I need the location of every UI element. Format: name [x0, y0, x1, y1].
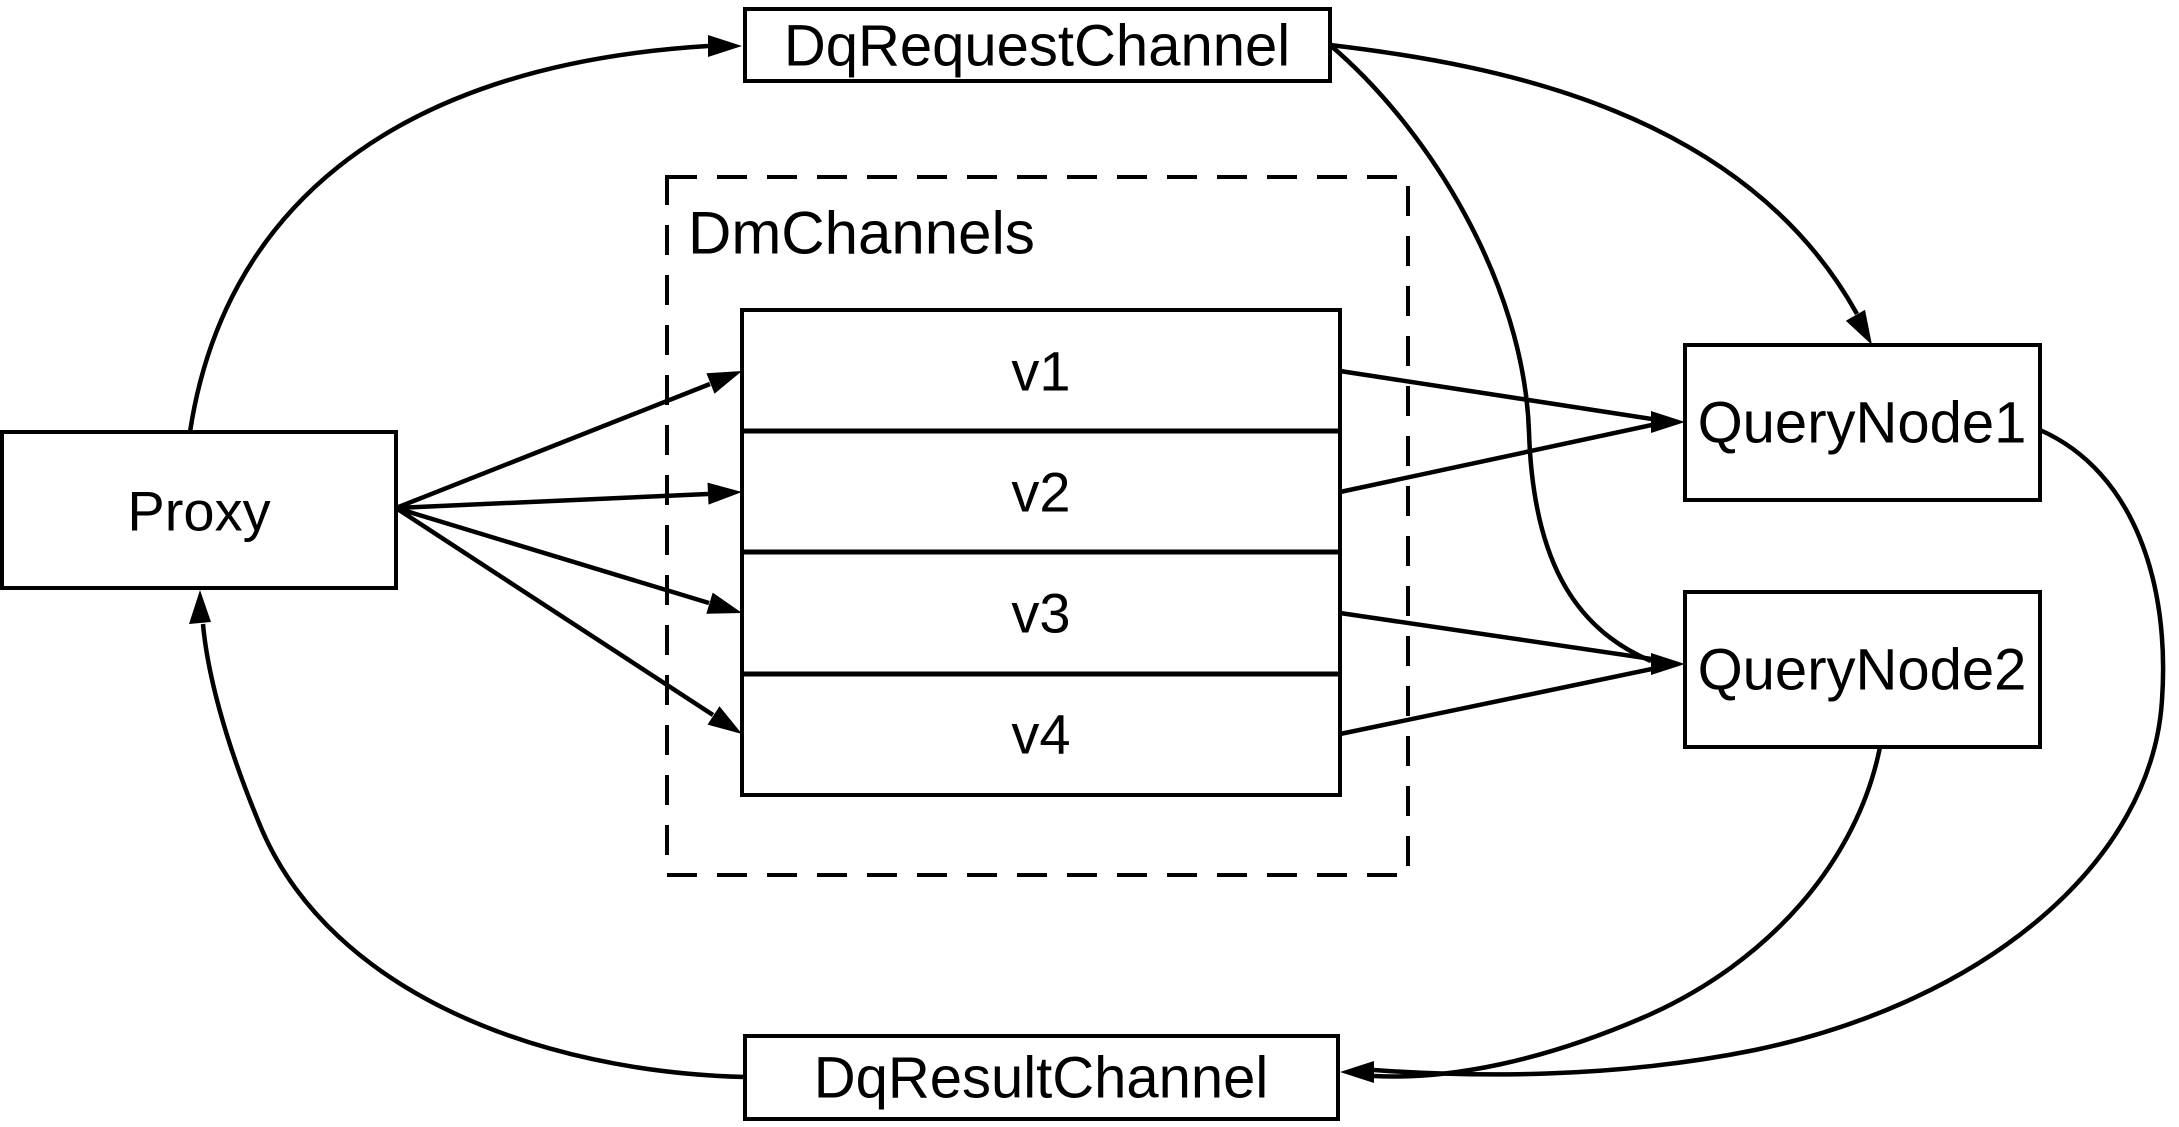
group-dm-channels: DmChannels v1 v2 v3 v4 [665, 175, 1410, 877]
proxy-box [0, 430, 398, 590]
edge-proxy-to-v2 [395, 482, 742, 511]
edge-v2-to-query-node1-line [1339, 422, 1653, 495]
edge-dq-request-to-query-node1 [1329, 42, 1872, 345]
proxy-label: Proxy [127, 480, 270, 543]
edge-dq-result-to-proxy-line [200, 623, 746, 1080]
node-dq-result-channel: DqResultChannel [743, 1034, 1340, 1121]
edge-proxy-to-v3-line [395, 505, 710, 606]
channel-row-v1: v1 [1011, 340, 1070, 403]
edge-proxy-to-v3-arrowhead [706, 592, 742, 614]
query-node1-label: QueryNode1 [1698, 391, 2027, 456]
edge-dq-result-to-proxy [189, 590, 746, 1080]
edge-proxy-to-v1 [395, 371, 742, 511]
edge-query-node1-to-dq-result-line [1373, 427, 2166, 1077]
edge-proxy-to-v1-line [395, 381, 711, 511]
dq-result-right-arrowhead [1340, 1061, 1374, 1083]
edge-v4-to-query-node2 [1339, 666, 1653, 737]
query-node1-box [1683, 343, 2042, 502]
channel-row-v3: v3 [1011, 582, 1070, 645]
edge-query-node1-to-dq-result [1373, 427, 2166, 1077]
dm-channels-table: v1 v2 v3 v4 [740, 308, 1342, 797]
edge-v1-to-query-node1-line [1339, 368, 1653, 422]
edge-v2-to-query-node1 [1339, 422, 1653, 495]
dq-request-channel-label: DqRequestChannel [784, 14, 1290, 79]
edge-proxy-to-dq-request-channel-line [187, 43, 709, 433]
edge-proxy-to-v3 [395, 505, 742, 614]
node-query-node2: QueryNode2 [1683, 590, 2042, 749]
edge-proxy-to-v4 [394, 506, 742, 734]
edge-v3-to-query-node2-line [1339, 610, 1653, 662]
dm-channels-dashed-border [665, 175, 1410, 877]
edge-dq-request-to-query-node1-line [1329, 42, 1859, 316]
edge-v4-to-query-node2-line [1339, 666, 1653, 737]
edge-dq-request-to-query-node2-line [1328, 43, 1652, 664]
edge-dq-request-to-query-node1-arrowhead [1845, 309, 1872, 345]
edge-dq-result-to-proxy-arrowhead [189, 590, 211, 624]
channel-row-v2: v2 [1011, 461, 1070, 524]
dq-result-channel-box [743, 1034, 1340, 1121]
edge-proxy-to-v4-line [394, 506, 715, 717]
edge-dq-request-to-query-node2 [1328, 43, 1652, 664]
edge-query-node2-to-dq-result [1373, 746, 1883, 1079]
node-proxy: Proxy [0, 430, 398, 590]
channel-row-v4: v4 [1011, 703, 1070, 766]
node-query-node1: QueryNode1 [1683, 343, 2042, 502]
query-node1-left-arrowhead [1651, 411, 1685, 433]
query-node2-left-arrowhead [1651, 653, 1685, 675]
edge-proxy-to-v1-arrowhead [706, 371, 742, 394]
edge-proxy-to-v2-line [395, 491, 709, 511]
query-node2-box [1683, 590, 2042, 749]
dm-channels-label: DmChannels [688, 200, 1035, 267]
dq-result-channel-label: DqResultChannel [814, 1046, 1269, 1111]
edge-query-node2-to-dq-result-line [1373, 746, 1883, 1079]
query-node2-label: QueryNode2 [1698, 638, 2027, 703]
edge-proxy-to-v4-arrowhead [707, 706, 742, 734]
dq-request-channel-box [743, 7, 1332, 83]
node-dq-request-channel: DqRequestChannel [743, 7, 1332, 83]
edge-v3-to-query-node2 [1339, 610, 1653, 662]
edge-proxy-to-dq-request-channel [187, 35, 742, 433]
edge-proxy-to-v2-arrowhead [707, 482, 742, 505]
edge-proxy-to-dq-request-channel-arrowhead [708, 35, 742, 57]
edge-v1-to-query-node1 [1339, 368, 1653, 422]
